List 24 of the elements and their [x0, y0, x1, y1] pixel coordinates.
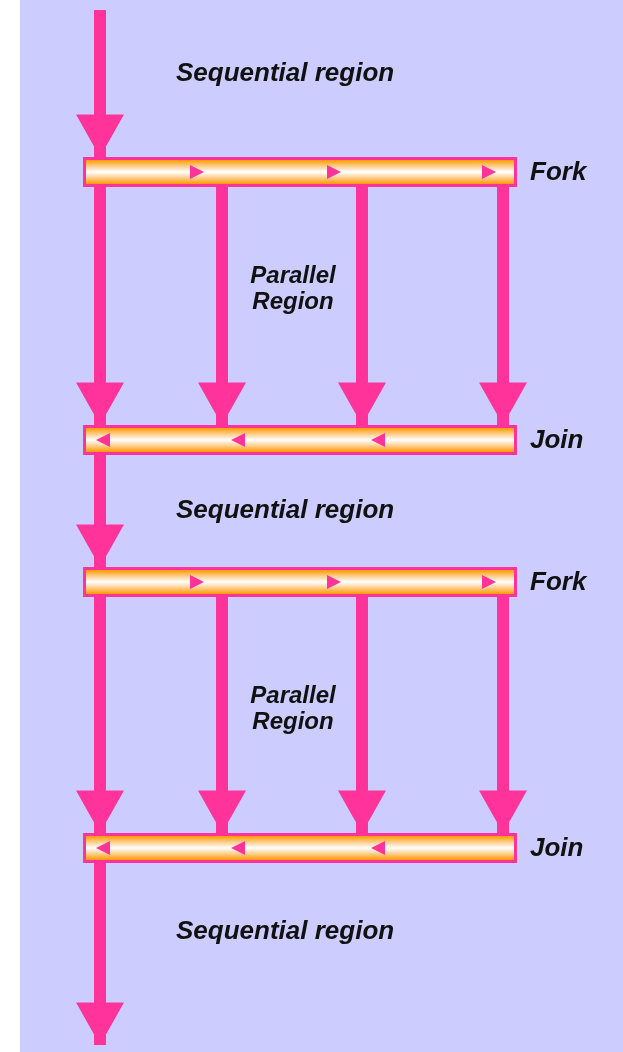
arrow: [76, 597, 124, 833]
arrow: [338, 597, 386, 833]
arrow: [198, 597, 246, 833]
region-label: Parallel Region: [249, 262, 337, 315]
bar-label: Fork: [530, 157, 587, 186]
region-label: Sequential region: [176, 916, 395, 945]
region-label: Sequential region: [176, 58, 395, 87]
arrow: [76, 455, 124, 567]
sync-bar: [83, 567, 517, 597]
arrow: [76, 187, 124, 425]
sync-bar: [83, 425, 517, 455]
bar-label: Fork: [530, 567, 587, 596]
arrow: [338, 187, 386, 425]
bar-label: Join: [530, 425, 584, 454]
bar-label: Join: [530, 833, 584, 862]
arrow: [479, 187, 527, 425]
arrow: [198, 187, 246, 425]
arrow: [76, 10, 124, 157]
region-label: Sequential region: [176, 495, 395, 524]
sync-bar: [83, 833, 517, 863]
arrow: [76, 863, 124, 1045]
sync-bar: [83, 157, 517, 187]
arrow: [479, 597, 527, 833]
region-label: Parallel Region: [249, 682, 337, 735]
